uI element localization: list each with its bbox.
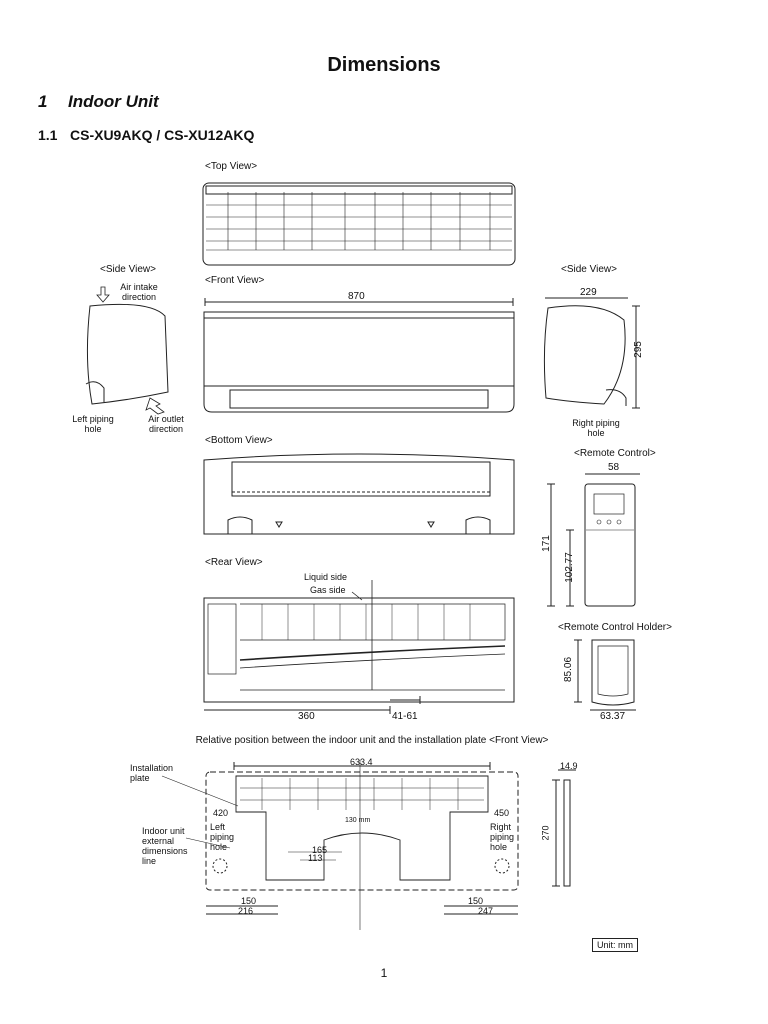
dim-plate-130: 130 mm [345, 817, 371, 824]
page-number: 1 [380, 966, 388, 980]
dim-remote-width: 58 [608, 462, 620, 473]
front-view-label: <Front View> [205, 275, 265, 286]
dim-holder-width: 63.37 [600, 711, 626, 722]
left-piping-hole-label: Left piping hole [72, 414, 114, 434]
dim-rear-360: 360 [298, 711, 315, 722]
rear-view-label: <Rear View> [205, 557, 263, 568]
dim-plate-150-right: 150 [468, 896, 484, 906]
remote-holder-drawing [574, 639, 636, 711]
air-outlet-label: Air outlet direction [148, 414, 184, 434]
remote-control-drawing [547, 473, 640, 607]
dim-plate-height: 270 [540, 825, 551, 841]
air-intake-label: Air intake direction [120, 282, 158, 302]
dim-plate-150-left: 150 [241, 896, 257, 906]
remote-control-label: <Remote Control> [574, 448, 656, 459]
dim-plate-thickness: 14.9 [560, 761, 578, 771]
dim-plate-165: 165 [312, 845, 328, 855]
relative-position-caption: Relative position between the indoor uni… [195, 735, 549, 746]
front-view-drawing [203, 298, 515, 413]
subsection-title: CS-XU9AKQ / CS-XU12AKQ [70, 127, 255, 143]
dim-front-width: 870 [348, 291, 365, 302]
dim-side-depth: 229 [580, 287, 597, 298]
dim-plate-113: 113 [308, 853, 323, 863]
right-piping-hole-label: Right piping hole [572, 418, 620, 438]
plate-right-piping-hole-label: Right piping hole [490, 822, 515, 852]
right-side-view-drawing [543, 297, 640, 409]
gas-side-label: Gas side [310, 585, 346, 595]
installation-plate-drawing [161, 760, 576, 930]
dim-remote-height: 171 [540, 535, 552, 552]
dim-plate-width: 633.4 [350, 757, 373, 767]
installation-plate-label: Installation plate [130, 763, 174, 783]
right-side-view-label: <Side View> [561, 264, 617, 275]
left-side-view-drawing [85, 286, 169, 415]
top-view-drawing [202, 182, 516, 266]
page-title: Dimensions [327, 54, 441, 76]
subsection-number: 1.1 [38, 127, 58, 143]
left-side-view-label: <Side View> [100, 264, 156, 275]
dim-holder-height: 85.06 [563, 656, 575, 683]
bottom-view-drawing [203, 453, 515, 535]
bottom-view-label: <Bottom View> [205, 435, 273, 446]
rear-view-drawing [203, 580, 515, 714]
dim-side-height: 295 [632, 341, 644, 358]
dim-remote-inner: 102.77 [563, 552, 575, 583]
section-title: Indoor Unit [68, 92, 159, 111]
liquid-side-label: Liquid side [304, 572, 348, 582]
unit-note: Unit: mm [592, 938, 638, 952]
section-heading: 1 Indoor Unit [38, 92, 159, 112]
dim-plate-450: 450 [494, 808, 510, 818]
section-number: 1 [38, 92, 48, 111]
dim-plate-247: 247 [478, 906, 494, 916]
plate-left-piping-hole-label: Left piping hole [210, 822, 235, 852]
subsection-heading: 1.1 CS-XU9AKQ / CS-XU12AKQ [38, 127, 254, 143]
top-view-label: <Top View> [205, 161, 258, 172]
dim-plate-216: 216 [238, 906, 254, 916]
dim-rear-41-61: 41-61 [392, 711, 418, 722]
external-dimensions-line-label: Indoor unit external dimensions line [142, 826, 188, 866]
dim-plate-420: 420 [213, 808, 229, 818]
remote-holder-label: <Remote Control Holder> [558, 622, 672, 633]
